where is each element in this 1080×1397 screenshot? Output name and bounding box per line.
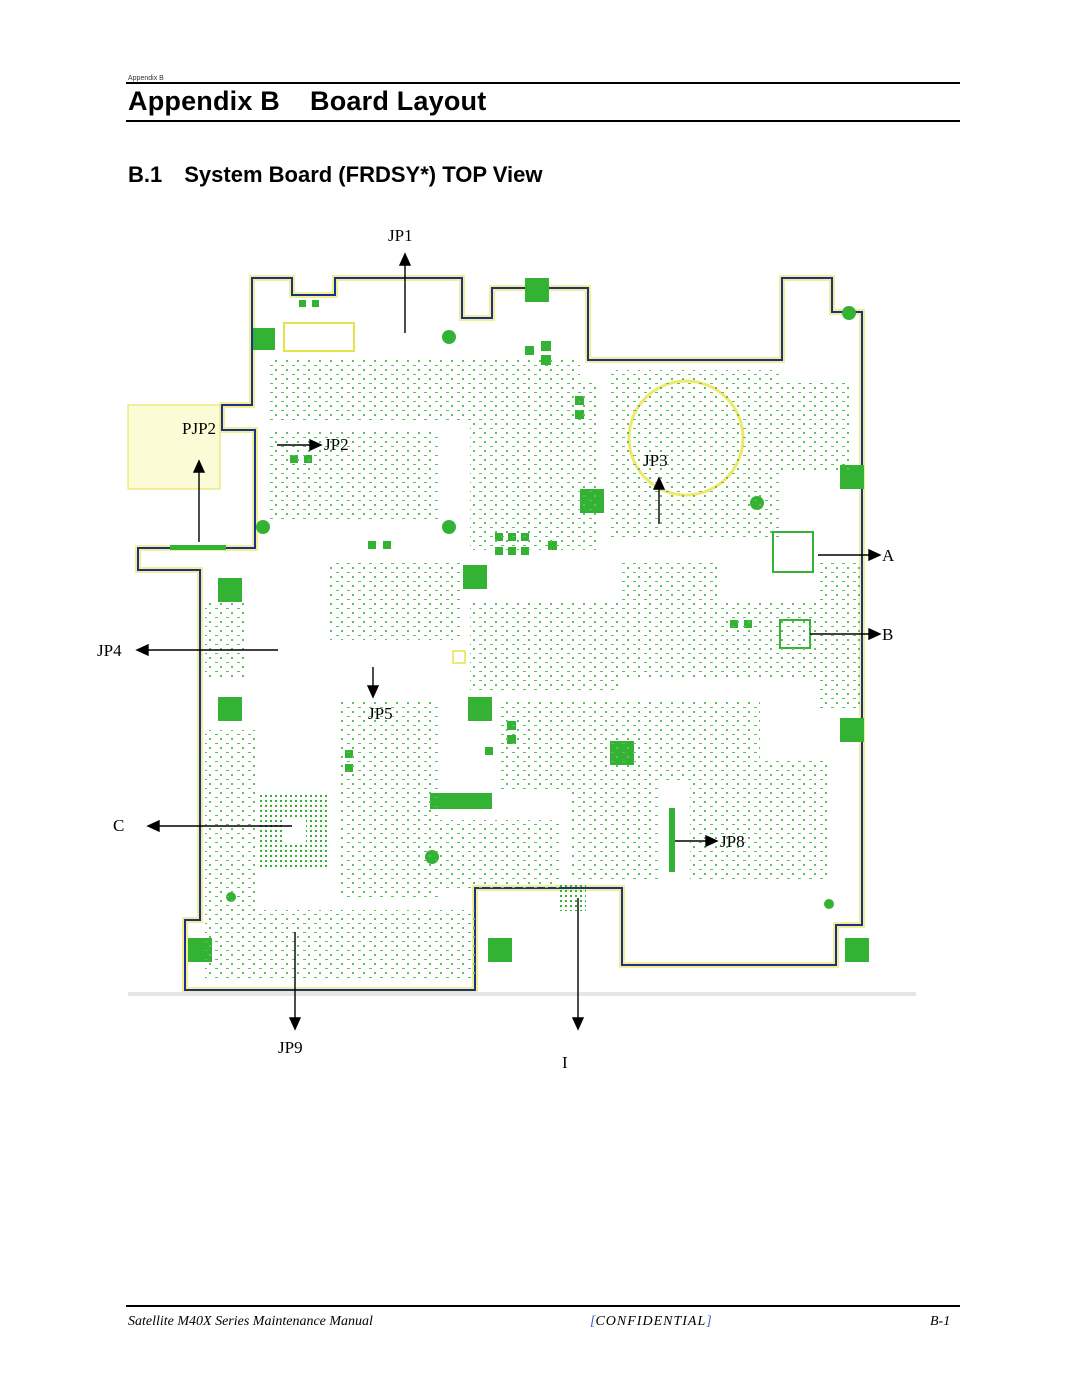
chip-a xyxy=(772,531,814,573)
small-pad xyxy=(541,341,551,351)
small-pad xyxy=(368,541,376,549)
header-rule-bottom xyxy=(126,120,960,122)
cluster xyxy=(690,760,830,880)
footer-confidential: [CONFIDENTIAL] xyxy=(590,1314,712,1329)
arrow-i-head xyxy=(571,1017,585,1031)
cluster xyxy=(205,600,245,680)
small-pad xyxy=(495,547,503,555)
cluster xyxy=(440,820,560,890)
via xyxy=(442,520,456,534)
callout-jp3: JP3 xyxy=(643,451,668,470)
arrow-jp1-head xyxy=(398,252,412,266)
pad xyxy=(468,697,492,721)
arrow-jp8-head xyxy=(705,834,719,848)
pad xyxy=(218,697,242,721)
cluster xyxy=(470,600,620,690)
section-heading: B.1 System Board (FRDSY*) TOP View xyxy=(128,162,542,188)
callout-a: A xyxy=(882,546,895,565)
callout-arrows xyxy=(135,252,882,1031)
pad xyxy=(488,938,512,962)
pad xyxy=(525,278,549,302)
small-pad xyxy=(525,346,534,355)
footer-page-number: B-1 xyxy=(930,1314,951,1329)
cluster xyxy=(570,780,660,880)
section-number: B.1 xyxy=(128,162,163,187)
arrow-jp3-head xyxy=(652,476,666,490)
bga-chip-i xyxy=(560,885,586,911)
confidential-label: CONFIDENTIAL xyxy=(595,1314,707,1329)
cluster xyxy=(620,560,720,680)
via xyxy=(256,520,270,534)
footer-rule xyxy=(126,1305,960,1307)
small-pad xyxy=(485,747,493,755)
arrow-jp4-head xyxy=(135,643,149,657)
callout-jp2: JP2 xyxy=(324,435,349,454)
arrow-b-head xyxy=(868,627,882,641)
cluster xyxy=(270,430,440,520)
arrow-c-head xyxy=(146,819,160,833)
via xyxy=(442,330,456,344)
cluster xyxy=(610,370,780,540)
footer-manual-title: Satellite M40X Series Maintenance Manual xyxy=(128,1314,373,1329)
callout-jp5: JP5 xyxy=(368,704,393,723)
pad xyxy=(253,328,275,350)
connector-strip xyxy=(170,545,226,550)
chapter-number: Appendix B xyxy=(128,86,281,116)
cluster xyxy=(470,380,600,550)
callout-jp8: JP8 xyxy=(720,832,745,851)
connector-jp8 xyxy=(669,808,675,872)
cluster xyxy=(205,910,475,980)
battery-connector-pjp2-area xyxy=(127,404,221,490)
cluster xyxy=(500,700,660,790)
section-title: System Board (FRDSY*) TOP View xyxy=(184,162,543,187)
pad xyxy=(845,938,869,962)
cluster xyxy=(330,560,460,640)
via xyxy=(824,899,834,909)
small-pad xyxy=(312,300,319,307)
callout-i: I xyxy=(562,1053,568,1072)
callout-b: B xyxy=(882,625,894,644)
cluster xyxy=(770,380,850,470)
pad xyxy=(840,718,864,742)
page-title: Appendix B Board Layout xyxy=(128,86,486,117)
callout-c: C xyxy=(113,816,125,835)
arrow-jp2-head xyxy=(309,438,323,452)
small-yellow-square xyxy=(452,650,466,664)
chapter-title: Board Layout xyxy=(310,86,487,116)
pad xyxy=(218,578,242,602)
connector-jp5 xyxy=(430,793,492,809)
arrow-a-head xyxy=(868,548,882,562)
cluster xyxy=(205,730,255,910)
callout-jp4: JP4 xyxy=(97,641,122,660)
figure-baseline xyxy=(128,992,916,996)
callout-jp1: JP1 xyxy=(388,226,413,245)
arrow-jp5-head xyxy=(366,685,380,699)
arrow-jp9-head xyxy=(288,1017,302,1031)
cluster xyxy=(340,700,440,900)
small-pad xyxy=(383,541,391,549)
callout-jp9: JP9 xyxy=(278,1038,303,1057)
pad xyxy=(463,565,487,589)
bga-chip-c-core xyxy=(282,818,306,842)
via xyxy=(842,306,856,320)
header-rule-top xyxy=(126,82,960,84)
arrow-pjp2-head xyxy=(192,459,206,473)
cluster xyxy=(820,560,860,710)
running-head: Appendix B xyxy=(128,75,164,82)
small-pad xyxy=(521,547,529,555)
scattered-components xyxy=(205,360,860,980)
small-pad xyxy=(299,300,306,307)
callout-pjp2: PJP2 xyxy=(182,419,217,438)
small-pad xyxy=(508,547,516,555)
yellow-outline-block xyxy=(283,322,355,352)
